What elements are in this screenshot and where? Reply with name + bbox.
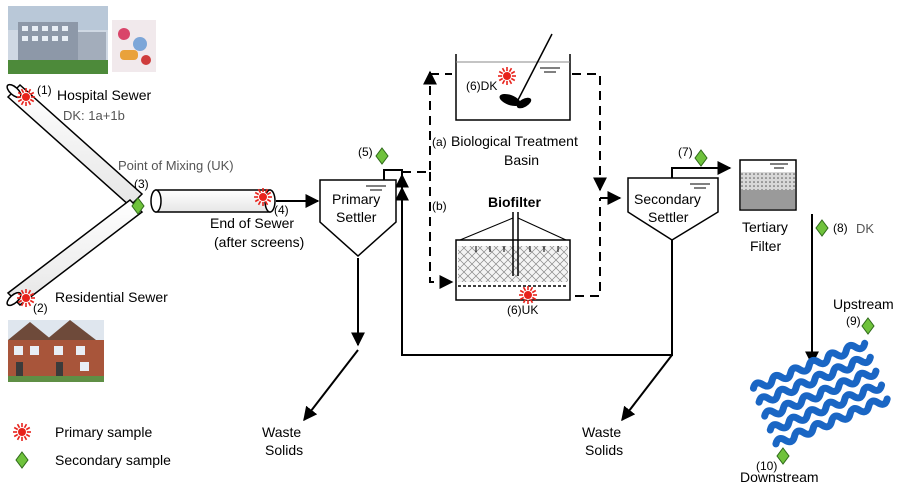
- hospital-sample-number: (1): [37, 83, 52, 97]
- secondary-settler: [627, 177, 719, 241]
- biological-treatment-basin: [455, 33, 571, 121]
- mixer-blade-icon: [499, 93, 521, 107]
- tertiary-dk-label: DK: [856, 221, 874, 236]
- primary-settler-sublabel: Settler: [336, 209, 377, 225]
- legend: Primary sample Secondary sample: [55, 424, 171, 468]
- end-of-sewer-label: End of Sewer: [210, 215, 294, 231]
- waste-solids-2-label: Waste: [582, 424, 621, 440]
- secondary-sample-icon: [694, 149, 708, 167]
- downstream-label: Downstream: [740, 469, 819, 483]
- legend-secondary-label: Secondary sample: [55, 452, 171, 468]
- secondary-settler-sublabel: Settler: [648, 209, 689, 225]
- tertiary-filter-label: Tertiary: [742, 219, 788, 235]
- bio-basin-subtitle: Basin: [504, 152, 539, 168]
- primary-sample-icon: [17, 289, 35, 307]
- legend-primary-label: Primary sample: [55, 424, 152, 440]
- secondary-sample-icon: [131, 197, 145, 215]
- secondary-settler-sample-number: (7): [678, 145, 693, 159]
- tertiary-filter-sublabel: Filter: [750, 238, 781, 254]
- primary-settler-sample-number: (5): [358, 145, 373, 159]
- point-of-mixing-label: Point of Mixing (UK): [118, 158, 234, 173]
- primary-settler: [319, 179, 397, 258]
- biofilter-label: Biofilter: [488, 194, 541, 210]
- mixing-sample-number: (3): [134, 177, 149, 191]
- hospital-sewer-label: Hospital Sewer: [57, 87, 151, 103]
- residential-photo: [8, 320, 104, 382]
- residential-sewer-label: Residential Sewer: [55, 289, 168, 305]
- tertiary-sample-number: (8): [833, 221, 848, 235]
- bio-path-a-label: (a): [432, 135, 447, 149]
- end-of-sewer-sample-number: (4): [274, 203, 289, 217]
- primary-settler-label: Primary: [332, 191, 380, 207]
- secondary-sample-icon: [776, 447, 790, 465]
- waste-solids-2-sublabel: Solids: [585, 442, 623, 458]
- upstream-label: Upstream: [833, 296, 894, 312]
- hospital-photo: [8, 6, 156, 74]
- bio-path-b-label: (b): [432, 199, 447, 213]
- secondary-sample-icon: [375, 147, 389, 165]
- residential-sewer-pipe: [6, 199, 144, 307]
- biofilter: [455, 212, 571, 301]
- tertiary-filter: [739, 159, 797, 211]
- waste-solids-1-sublabel: Solids: [265, 442, 303, 458]
- biofilter-sample-number: (6)UK: [507, 303, 538, 317]
- secondary-sample-icon: [15, 451, 29, 469]
- bio-basin-title: Biological Treatment: [451, 133, 578, 149]
- secondary-sample-icon: [815, 219, 829, 237]
- waste-solids-1-label: Waste: [262, 424, 301, 440]
- bio-basin-sample-number: (6)DK: [466, 79, 497, 93]
- dk-1a1b-label: DK: 1a+1b: [63, 108, 125, 123]
- primary-sample-icon: [254, 188, 272, 206]
- primary-sample-icon: [498, 67, 516, 85]
- end-of-sewer-sublabel: (after screens): [214, 234, 304, 250]
- residential-sample-number: (2): [33, 301, 48, 315]
- secondary-settler-label: Secondary: [634, 191, 701, 207]
- secondary-sample-icon: [861, 317, 875, 335]
- downstream-sample-number: (10): [756, 459, 777, 473]
- primary-sample-icon: [17, 88, 35, 106]
- river-waves: [749, 339, 891, 448]
- primary-sample-icon: [13, 423, 31, 441]
- upstream-sample-number: (9): [846, 314, 861, 328]
- primary-sample-icon: [519, 286, 537, 304]
